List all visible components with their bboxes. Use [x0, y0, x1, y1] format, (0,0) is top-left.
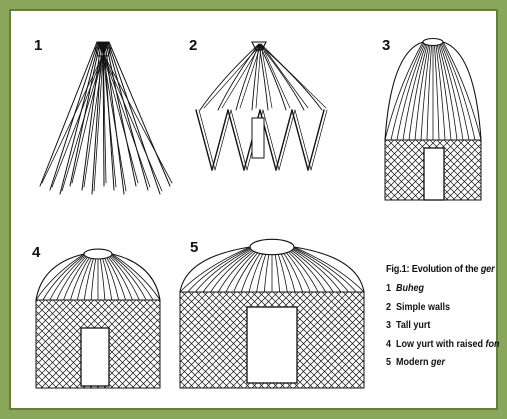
figure-1-buheg: [40, 42, 172, 194]
caption-item-number: 2: [386, 302, 391, 313]
caption-title: Fig.1: Evolution of the ger: [386, 265, 497, 275]
figure-caption: Fig.1: Evolution of the ger 1 Buheg 2 Si…: [386, 265, 507, 377]
caption-item-em: Buheg: [396, 283, 424, 294]
figure-number-2: 2: [189, 38, 197, 53]
figure-4-low-yurt: [36, 249, 160, 388]
caption-item-number: 5: [386, 357, 391, 368]
caption-item-number: 4: [386, 339, 391, 350]
caption-item-text: Modern: [396, 357, 431, 368]
caption-item-text: Simple walls: [396, 302, 450, 313]
figure-number-5: 5: [190, 240, 198, 255]
caption-item-text: Tall yurt: [396, 320, 430, 331]
figure-number-1: 1: [34, 38, 42, 53]
figure-2-simple-walls: [196, 42, 327, 170]
caption-item-number: 3: [386, 320, 391, 331]
figure-number-4: 4: [32, 245, 40, 260]
caption-item-2: 2 Simple walls: [386, 303, 495, 313]
caption-item-4: 4 Low yurt with raised fon: [386, 340, 495, 350]
caption-title-text: Fig.1: Evolution of the: [386, 264, 481, 275]
caption-item-em: fon: [486, 339, 500, 350]
caption-item-1: 1 Buheg: [386, 284, 495, 294]
caption-item-number: 1: [386, 283, 391, 294]
caption-item-text: Low yurt with raised: [396, 339, 486, 350]
caption-item-3: 3 Tall yurt: [386, 321, 495, 331]
figure-5-modern-ger: [180, 239, 364, 388]
caption-title-em: ger: [481, 264, 495, 275]
caption-item-5: 5 Modern ger: [386, 358, 495, 368]
figure-3-tall-yurt: [385, 39, 481, 201]
caption-item-em: ger: [431, 357, 445, 368]
figure-number-3: 3: [382, 38, 390, 53]
